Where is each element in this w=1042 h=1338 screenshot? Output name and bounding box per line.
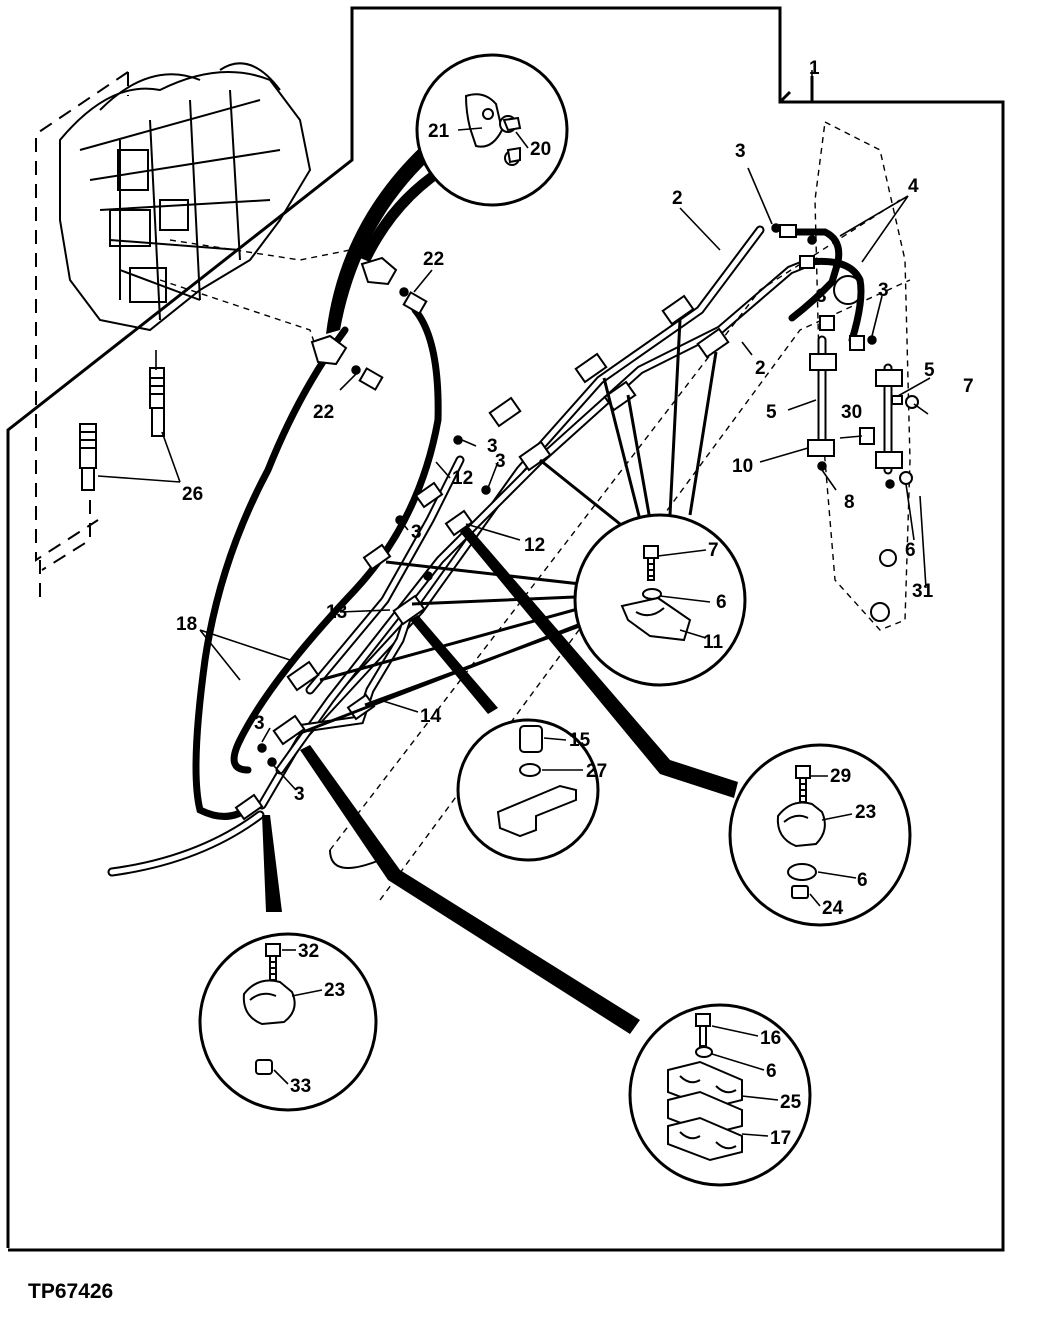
callout-3: 3	[254, 713, 265, 734]
pressure-sensor-26	[41, 350, 165, 571]
callout-20: 20	[530, 139, 551, 160]
callout-10: 10	[732, 456, 753, 477]
fitting-22	[310, 256, 428, 391]
callout-5: 5	[924, 360, 935, 381]
callout-15: 15	[569, 730, 591, 751]
callout-7: 7	[963, 376, 974, 397]
control-valve-assembly	[35, 62, 351, 600]
boundary-frame	[6, 6, 1005, 1252]
callout-3: 3	[487, 436, 498, 457]
callout-3: 3	[735, 141, 746, 162]
detail-circle-clip-20-21	[415, 53, 569, 207]
callout-27: 27	[586, 761, 607, 782]
callout-leaders	[97, 70, 931, 1137]
callout-11: 11	[703, 632, 724, 653]
callout-31: 31	[912, 581, 934, 602]
callout-18: 18	[176, 614, 197, 635]
callout-29: 29	[830, 766, 851, 787]
callout-25: 25	[780, 1092, 802, 1113]
callout-6: 6	[766, 1061, 777, 1082]
callout-1: 1	[809, 58, 820, 79]
callout-30: 30	[841, 402, 862, 423]
leaders-to-detail-clamp	[297, 319, 718, 736]
callout-13: 13	[326, 602, 347, 623]
callout-3: 3	[411, 522, 422, 543]
callout-22: 22	[423, 249, 444, 270]
callout-7: 7	[708, 540, 719, 561]
callout-6: 6	[716, 592, 727, 613]
detail-circle-clamp-7-6-11	[573, 513, 747, 687]
callout-32: 32	[298, 941, 319, 962]
callout-4: 4	[908, 176, 919, 197]
callout-22: 22	[313, 402, 334, 423]
callout-17: 17	[770, 1128, 791, 1149]
detail-circle-tee-15-27	[456, 718, 600, 862]
callout-6: 6	[857, 870, 868, 891]
callout-12: 12	[524, 535, 545, 556]
detail-circle-clamp-29-23-6-24	[728, 743, 912, 927]
callout-6: 6	[905, 540, 916, 561]
callout-labels: 1 2 2 3 3 3 3 3 3 3 3 4 5 5 6 6 6 6 7 7 …	[176, 58, 974, 1149]
callout-21: 21	[428, 121, 450, 142]
detail-circle-block-16-6-25-17	[628, 1003, 812, 1187]
callout-16: 16	[760, 1028, 781, 1049]
callout-24: 24	[822, 898, 844, 919]
callout-14: 14	[420, 706, 442, 727]
callout-26: 26	[182, 484, 203, 505]
figure-id: TP67426	[28, 1280, 113, 1303]
callout-3: 3	[294, 784, 305, 805]
callout-2: 2	[755, 358, 766, 379]
tubes-5	[807, 335, 919, 489]
callout-5: 5	[766, 402, 777, 423]
callout-3: 3	[816, 286, 827, 307]
callout-23: 23	[855, 802, 876, 823]
callout-12: 12	[452, 468, 473, 489]
detail-circle-clamp-32-23-33	[198, 932, 378, 1112]
hoses-4	[779, 224, 865, 351]
boom-outline	[329, 199, 911, 901]
callout-3: 3	[495, 451, 506, 472]
callout-23: 23	[324, 980, 345, 1001]
callout-3: 3	[878, 280, 889, 301]
detail-pointers	[262, 140, 738, 1034]
callout-2: 2	[672, 188, 683, 209]
boom-tubes	[257, 225, 815, 810]
hose-18	[107, 306, 442, 877]
callout-33: 33	[290, 1076, 311, 1097]
callout-8: 8	[844, 492, 855, 513]
